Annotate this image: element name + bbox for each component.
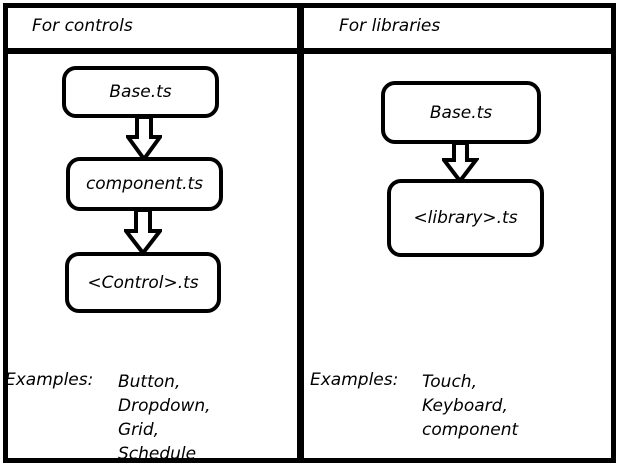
node-libraries-library: <library>.ts	[387, 179, 544, 257]
examples-label-controls: Examples:	[5, 370, 94, 390]
column-header-controls: For controls	[32, 16, 133, 36]
node-label: Base.ts	[109, 82, 172, 102]
examples-list-libraries: Touch, Keyboard, component	[422, 372, 519, 440]
header-divider-rule	[3, 48, 616, 54]
arrow-component-to-control-icon	[124, 210, 162, 255]
diagram-outer-border	[3, 3, 616, 463]
node-libraries-base: Base.ts	[381, 81, 541, 144]
node-controls-base: Base.ts	[62, 66, 219, 118]
node-label: component.ts	[85, 174, 204, 194]
node-label: <library>.ts	[413, 208, 518, 228]
node-label: <Control>.ts	[87, 272, 199, 293]
node-controls-component: component.ts	[66, 157, 223, 211]
column-divider-rule	[297, 3, 304, 463]
arrow-base-to-component-icon	[126, 117, 162, 161]
node-label: Base.ts	[429, 102, 493, 123]
examples-list-controls: Button, Dropdown, Grid, Schedule	[118, 372, 211, 464]
column-header-libraries: For libraries	[339, 16, 441, 36]
node-controls-control: <Control>.ts	[65, 252, 221, 313]
examples-label-libraries: Examples:	[310, 370, 399, 390]
arrow-base-to-library-icon	[442, 143, 479, 183]
